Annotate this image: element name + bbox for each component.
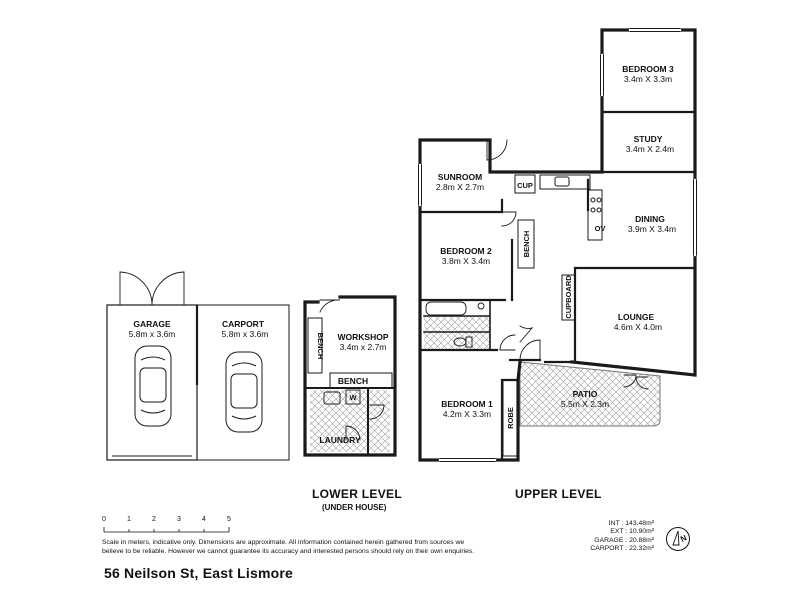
area-value: 20.88m² <box>629 536 654 544</box>
patio-area <box>519 361 661 427</box>
carport-dim: 5.8m x 3.6m <box>222 329 269 339</box>
patio-dim: 5.5m X 2.3m <box>561 399 609 409</box>
oven-label: OV <box>595 224 606 233</box>
upper-level-plan <box>418 28 697 462</box>
washer <box>345 389 361 405</box>
scale-tick-label: 3 <box>177 516 181 523</box>
study-dim: 3.4m X 2.4m <box>626 144 674 154</box>
sink <box>554 176 570 187</box>
carport-name: CARPORT <box>222 319 265 329</box>
disclaimer-line-1: Scale in meters, indicative only. Dimens… <box>102 539 465 546</box>
bench-side-label: BENCH <box>316 333 325 360</box>
sunroom-dim: 2.8m X 2.7m <box>436 182 484 192</box>
compass-north-label: N <box>679 533 688 544</box>
sunroom-name: SUNROOM <box>438 172 482 182</box>
dining-dim: 3.9m X 3.4m <box>628 224 676 234</box>
scale-tick-label: 1 <box>127 516 131 523</box>
cupboard-label: CUPBOARD <box>564 275 573 319</box>
car-icon-1 <box>134 345 172 427</box>
workshop-door <box>319 299 341 313</box>
area-label: EXT <box>610 528 624 536</box>
lounge-name: LOUNGE <box>618 312 655 322</box>
robe-label: ROBE <box>506 407 515 429</box>
kitchen-side-counter <box>587 189 603 241</box>
bedroom2-name: BEDROOM 2 <box>440 246 492 256</box>
bench-upper <box>517 219 535 269</box>
property-address: 56 Neilson St, East Lismore <box>104 565 294 581</box>
area-row: INT : 143.48m² <box>608 520 654 527</box>
scale-tick-label: 4 <box>202 516 206 523</box>
lower-level-title: LOWER LEVEL <box>312 487 402 501</box>
kitchen <box>502 174 603 457</box>
workshop-name: WORKSHOP <box>338 332 389 342</box>
upper-level-title: UPPER LEVEL <box>515 487 602 501</box>
doors <box>486 139 649 390</box>
bedroom3-name: BEDROOM 3 <box>622 64 674 74</box>
study-name: STUDY <box>634 134 663 144</box>
laundry-floor <box>310 390 390 452</box>
scale-tick-label: 2 <box>152 516 156 523</box>
stove-burner-1 <box>590 197 596 203</box>
kitchen-counter <box>539 174 591 190</box>
lounge-dim: 4.6m X 4.0m <box>614 322 662 332</box>
car-icon-2 <box>225 351 263 433</box>
garage-dim: 5.8m x 3.6m <box>129 329 176 339</box>
area-summary: INT : 143.48m² EXT : 10.90m² GARAGE : 20… <box>560 520 654 554</box>
laundry-door-1 <box>369 404 385 420</box>
scale-tick-label: 5 <box>227 516 231 523</box>
scale-line <box>103 527 230 533</box>
scale-bar: 0 1 2 3 4 5 <box>100 516 240 536</box>
bedroom2-dim: 3.8m X 3.4m <box>442 256 490 266</box>
garage-name: GARAGE <box>133 319 171 329</box>
cup-cabinet <box>514 174 536 194</box>
dining-name: DINING <box>635 214 665 224</box>
area-label: INT <box>608 520 620 527</box>
robe-box <box>502 379 519 457</box>
cup-label: CUP <box>517 181 533 190</box>
north-compass-icon: N <box>666 527 690 551</box>
bathroom-fixtures <box>425 301 485 348</box>
area-label: CARPORT <box>590 545 624 553</box>
disclaimer-line-2: believe to be reliable. However we canno… <box>102 548 475 555</box>
laundry-name: LAUNDRY <box>319 435 361 445</box>
area-value: 143.48m² <box>625 520 654 527</box>
windows <box>418 28 697 462</box>
area-label: GARAGE <box>594 536 624 544</box>
bedroom1-name: BEDROOM 1 <box>441 399 493 409</box>
area-row: CARPORT : 22.32m² <box>590 545 654 553</box>
patio-name: PATIO <box>573 389 598 399</box>
area-row: EXT : 10.90m² <box>610 528 654 536</box>
laundry-tub <box>323 391 341 405</box>
disclaimer: Scale in meters, indicative only. Dimens… <box>102 538 542 556</box>
lower-level-subtitle: (UNDER HOUSE) <box>322 503 387 512</box>
bench-box <box>329 372 393 389</box>
washer-label: W <box>349 393 357 402</box>
area-value: 10.90m² <box>629 528 654 536</box>
bench-label: BENCH <box>338 376 368 386</box>
workshop-dim: 3.4m x 2.7m <box>340 342 387 352</box>
workshop-laundry-plan <box>303 295 397 457</box>
bedroom3-dim: 3.4m X 3.3m <box>624 74 672 84</box>
scale-tick-label: 0 <box>102 516 106 523</box>
bench-upper-label: BENCH <box>522 231 531 258</box>
cupboard-box <box>561 274 576 321</box>
stove-burner-4 <box>596 207 602 213</box>
bathroom-floor <box>424 316 490 350</box>
garage-carport-plan <box>106 271 290 461</box>
stove-burner-2 <box>596 197 602 203</box>
bench-side-box <box>307 317 323 374</box>
area-value: 22.32m² <box>629 545 654 553</box>
stove-burner-3 <box>590 207 596 213</box>
bedroom1-dim: 4.2m X 3.3m <box>443 409 491 419</box>
laundry-door-2 <box>345 425 361 441</box>
area-row: GARAGE : 20.88m² <box>594 536 654 544</box>
